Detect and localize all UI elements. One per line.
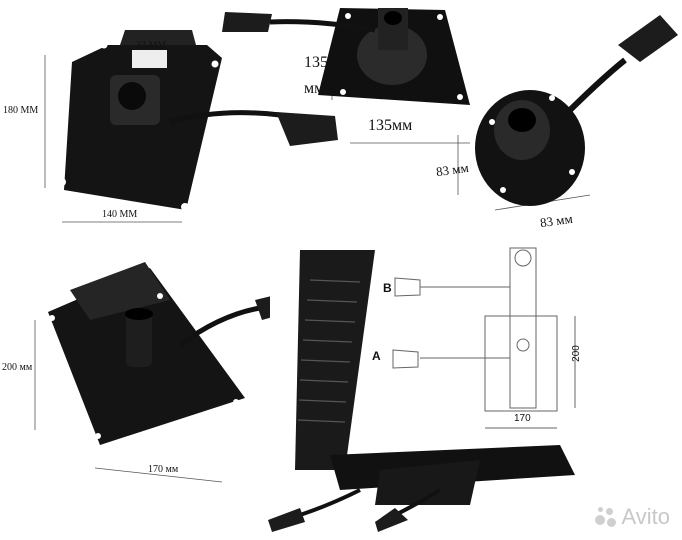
dim-label-p2-width: 135мм bbox=[368, 117, 413, 134]
technical-drawing bbox=[392, 247, 576, 429]
dim-label-p2-height-num: 135 bbox=[304, 54, 328, 71]
watermark-text: Avito bbox=[621, 504, 670, 529]
dim-label-p1-height: 180 MM bbox=[3, 105, 39, 116]
avito-logo-icon bbox=[595, 506, 617, 528]
photo-mechanism-top-left bbox=[44, 30, 338, 223]
lever-label-b: B bbox=[383, 281, 392, 295]
dim-label-p5-width: 170 bbox=[514, 413, 531, 424]
dim-label-p4-height: 200 мм bbox=[2, 362, 33, 373]
photo-round-plate-top-right bbox=[457, 15, 678, 211]
photo-plate-top-middle bbox=[222, 8, 470, 144]
dim-label-p1-gap: 33 MM bbox=[136, 40, 167, 51]
lever-label-a: A bbox=[372, 349, 381, 363]
watermark: Avito bbox=[595, 504, 670, 530]
photo-mechanism-bottom-right bbox=[268, 240, 682, 540]
dim-label-p2-height-unit: мм bbox=[304, 80, 325, 97]
dim-label-p5-height: 200 bbox=[570, 345, 582, 362]
dim-label-p1-width: 140 MM bbox=[102, 209, 138, 220]
dim-label-p4-width: 170 мм bbox=[148, 464, 179, 475]
photo-mechanism-bottom-left bbox=[34, 262, 298, 483]
